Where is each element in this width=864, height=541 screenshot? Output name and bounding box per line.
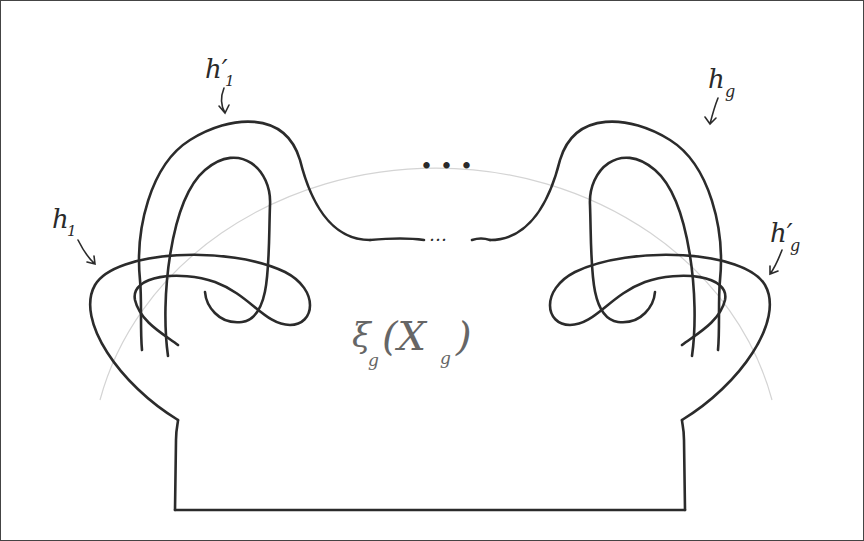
- leader-arrow: [705, 98, 718, 124]
- leader-arrow: [770, 250, 782, 274]
- top-line: [370, 239, 424, 241]
- handle-hg-inner: [590, 158, 695, 356]
- handle-subscript: g: [790, 238, 800, 254]
- handle-label: h′: [205, 56, 228, 82]
- handle-label: h: [52, 206, 69, 232]
- dome-arc: [100, 168, 772, 400]
- handle-subscript: 1: [67, 224, 77, 239]
- handle-label: h: [708, 66, 725, 92]
- top-line: [472, 239, 490, 241]
- ellipsis-dots: • • •: [420, 156, 473, 178]
- map-argument: (X: [382, 316, 426, 356]
- leader-arrow: [219, 88, 229, 113]
- base-line: [175, 509, 685, 512]
- map-subscript: g: [440, 350, 451, 367]
- map-symbol: ξ: [352, 318, 371, 352]
- handle-hg-prime: [550, 255, 770, 420]
- map-subscript: g: [368, 352, 379, 369]
- left-handles: [90, 122, 370, 420]
- handle-subscript: g: [725, 84, 735, 100]
- handle-label: h′: [770, 220, 793, 246]
- leader-arrow: [78, 240, 95, 264]
- handle-subscript: 1: [225, 74, 235, 89]
- left-side: [175, 420, 178, 510]
- map-argument: ): [456, 316, 472, 356]
- handle-h1: [90, 255, 310, 420]
- ellipsis-dots: …: [429, 226, 447, 244]
- right-handles: [490, 122, 770, 420]
- handle-h1-prime-inner: [165, 158, 270, 356]
- right-side: [682, 420, 685, 510]
